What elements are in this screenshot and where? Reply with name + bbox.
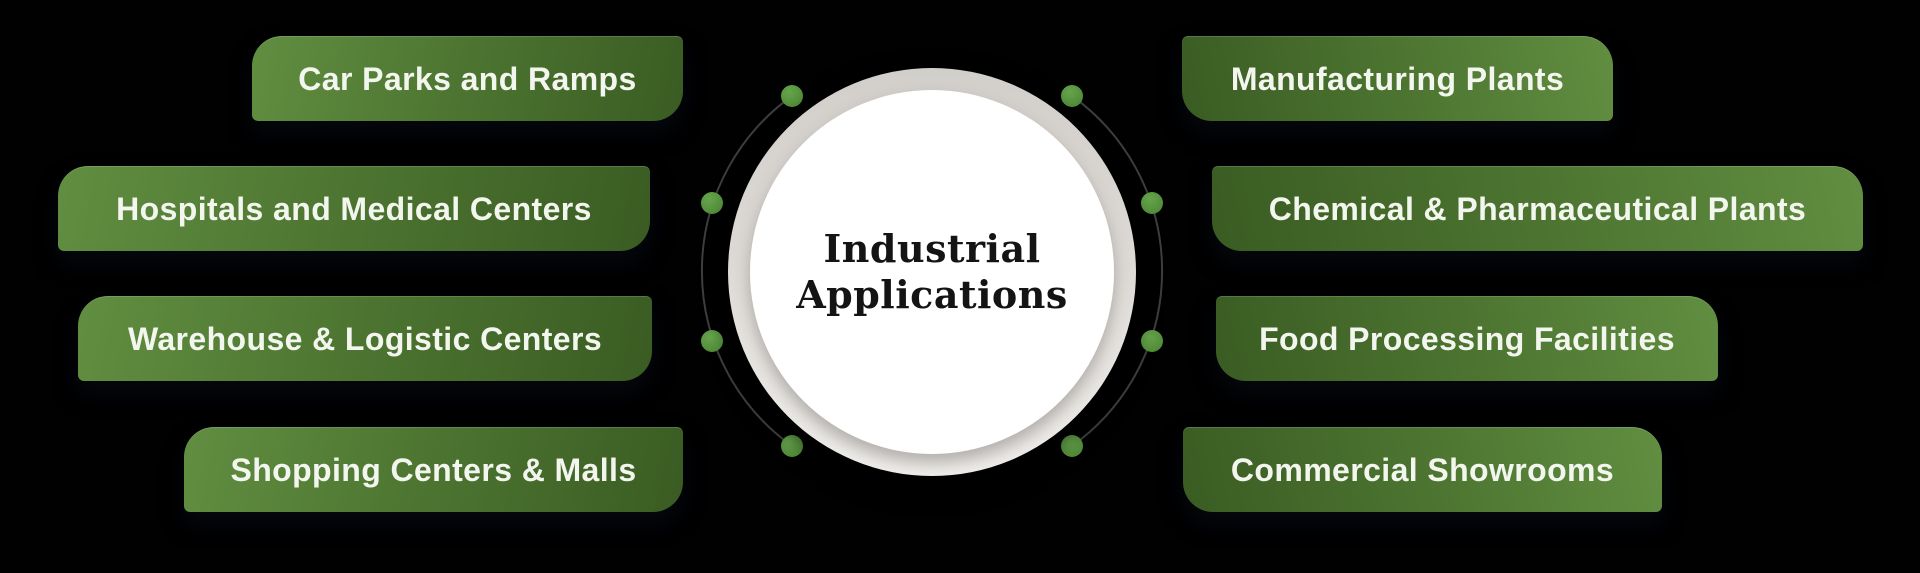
pill-label: Shopping Centers & Malls <box>230 451 637 488</box>
pill-label: Food Processing Facilities <box>1259 320 1675 357</box>
pill-label: Warehouse & Logistic Centers <box>127 320 603 357</box>
center-circle: Industrial Applications <box>750 90 1114 454</box>
connector-dot <box>701 192 723 214</box>
pill-commercial-showrooms: Commercial Showrooms <box>1183 427 1662 512</box>
pill-label: Manufacturing Plants <box>1230 60 1565 97</box>
pill-label: Car Parks and Ramps <box>298 60 637 97</box>
diagram-title-line-2: Applications <box>796 272 1068 317</box>
connector-dot <box>1141 330 1163 352</box>
connector-dot <box>781 85 803 107</box>
connector-dot <box>1061 435 1083 457</box>
pill-car-parks: Car Parks and Ramps <box>252 36 683 121</box>
connector-arc-right <box>1071 95 1164 447</box>
pill-warehouse: Warehouse & Logistic Centers <box>78 296 652 381</box>
center-ring: Industrial Applications <box>728 68 1136 476</box>
connector-dot <box>701 330 723 352</box>
pill-label: Hospitals and Medical Centers <box>116 190 592 227</box>
pill-chemical-pharma: Chemical & Pharmaceutical Plants <box>1212 166 1863 251</box>
connector-dot <box>781 435 803 457</box>
connector-dot <box>1061 85 1083 107</box>
pill-manufacturing: Manufacturing Plants <box>1182 36 1613 121</box>
connector-dot <box>1141 192 1163 214</box>
pill-label: Commercial Showrooms <box>1230 451 1615 488</box>
connector-arc-left <box>700 95 793 447</box>
pill-label: Chemical & Pharmaceutical Plants <box>1268 190 1807 227</box>
diagram-title-line-1: Industrial <box>823 225 1041 271</box>
pill-food-processing: Food Processing Facilities <box>1216 296 1718 381</box>
pill-shopping: Shopping Centers & Malls <box>184 427 683 512</box>
pill-hospitals: Hospitals and Medical Centers <box>58 166 650 251</box>
